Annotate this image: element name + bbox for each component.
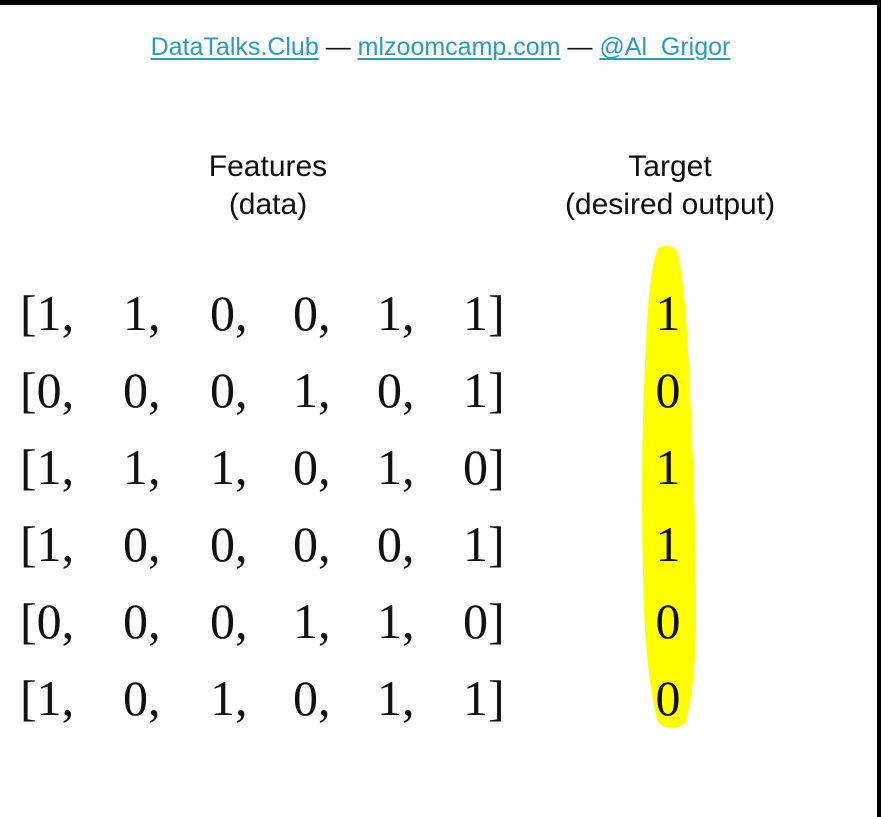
feature-value: 0, (377, 516, 415, 572)
feature-value: 1, (293, 362, 331, 418)
target-value: 1 (655, 285, 681, 341)
feature-value: 1, (293, 593, 331, 649)
highlighter-stroke (642, 246, 696, 728)
feature-value: 1, (210, 439, 248, 495)
feature-value: 1, (377, 285, 415, 341)
features-heading-title: Features (208, 150, 328, 183)
right-border (877, 0, 881, 817)
feature-value: [0, (20, 593, 75, 649)
feature-value: 0, (210, 362, 248, 418)
feature-value: [0, (20, 362, 75, 418)
features-heading-subtitle: (data) (228, 188, 308, 221)
mlzoomcamp-link[interactable]: mlzoomcamp.com (357, 33, 561, 61)
target-heading-title: Target (628, 150, 712, 183)
feature-value: 1, (210, 670, 248, 726)
feature-value: 0, (210, 516, 248, 572)
feature-value: 0, (293, 516, 331, 572)
feature-row: [1, 1, 1, 0, 1, 0] (20, 437, 520, 497)
target-heading: Target (desired output) (520, 148, 820, 224)
feature-value: [1, (20, 285, 75, 341)
feature-value: 1, (123, 439, 161, 495)
datatalks-club-link[interactable]: DataTalks.Club (150, 33, 319, 61)
feature-value: 0, (210, 285, 248, 341)
feature-value: 0, (123, 362, 161, 418)
feature-value: 0, (123, 593, 161, 649)
feature-value: [1, (20, 670, 75, 726)
feature-value: 0, (293, 439, 331, 495)
header-links: DataTalks.Club — mlzoomcamp.com — @Al_Gr… (0, 33, 881, 62)
feature-row: [0, 0, 0, 1, 1, 0] (20, 591, 520, 651)
target-heading-subtitle: (desired output) (564, 188, 776, 221)
top-border (0, 0, 881, 5)
feature-value: 0, (293, 285, 331, 341)
feature-value: 1] (463, 362, 505, 418)
target-value: 1 (655, 439, 681, 495)
feature-value: 0, (293, 670, 331, 726)
target-highlight (642, 246, 696, 728)
feature-value: 1, (377, 670, 415, 726)
feature-value: 0, (210, 593, 248, 649)
feature-value: 1] (463, 516, 505, 572)
feature-row: [1, 1, 0, 0, 1, 1] (20, 283, 520, 343)
target-value: 0 (655, 362, 681, 418)
feature-value: 1, (123, 285, 161, 341)
feature-value: 1, (377, 439, 415, 495)
header-separator: — (567, 33, 593, 61)
header-separator: — (325, 33, 351, 61)
target-value: 0 (655, 670, 681, 726)
feature-value: 0] (463, 593, 505, 649)
feature-row: [0, 0, 0, 1, 0, 1] (20, 360, 520, 420)
feature-value: 1, (377, 593, 415, 649)
feature-value: [1, (20, 516, 75, 572)
features-heading: Features (data) (168, 148, 368, 224)
feature-row: [1, 0, 0, 0, 0, 1] (20, 514, 520, 574)
feature-value: 0, (123, 670, 161, 726)
feature-value: 0] (463, 439, 505, 495)
feature-value: 1] (463, 285, 505, 341)
target-value: 1 (655, 516, 681, 572)
feature-value: [1, (20, 439, 75, 495)
twitter-handle-link[interactable]: @Al_Grigor (599, 33, 731, 61)
feature-value: 0, (377, 362, 415, 418)
feature-value: 1] (463, 670, 505, 726)
feature-value: 0, (123, 516, 161, 572)
target-value: 0 (655, 593, 681, 649)
feature-row: [1, 0, 1, 0, 1, 1] (20, 668, 520, 728)
